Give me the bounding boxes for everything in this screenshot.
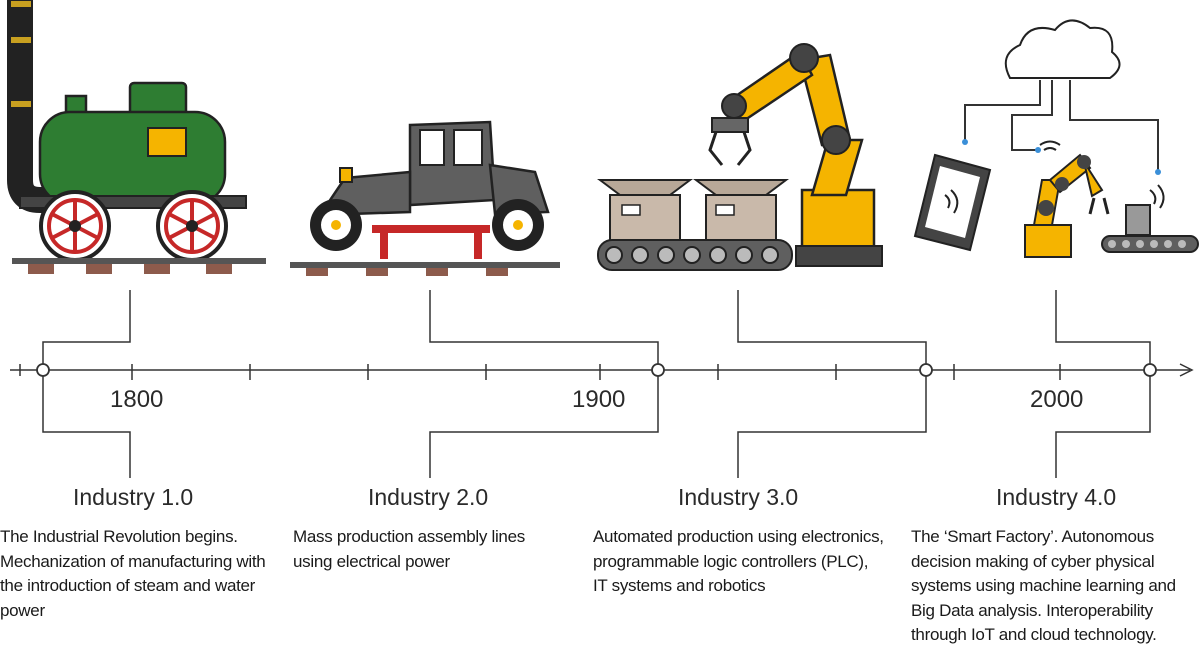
marker-stage-4 <box>1143 363 1157 377</box>
stage-title-2: Industry 2.0 <box>368 484 489 510</box>
marker-stage-1 <box>36 363 50 377</box>
stage-description-4: The ‘Smart Factory’. Autonomous decision… <box>911 527 1176 644</box>
year-label-1900: 1900 <box>572 386 626 413</box>
stage-title-3: Industry 3.0 <box>678 484 799 510</box>
year-label-2000: 2000 <box>1030 386 1084 413</box>
automobile-illustration <box>290 120 560 276</box>
timeline-markers <box>36 363 1157 377</box>
stage-description-1: The Industrial Revolution begins. Mechan… <box>0 527 266 620</box>
smart-factory-illustration <box>913 19 1199 258</box>
locomotive-wheel-left <box>39 190 111 262</box>
stage-description-2: Mass production assembly lines using ele… <box>293 527 525 571</box>
stage-description-3: Automated production using electronics, … <box>593 527 884 595</box>
marker-stage-3 <box>919 363 933 377</box>
locomotive-wheel-right <box>156 190 228 262</box>
year-label-1800: 1800 <box>110 386 164 413</box>
robot-conveyor-illustration <box>597 43 883 271</box>
steam-locomotive-illustration <box>7 0 266 274</box>
stage-title-4: Industry 4.0 <box>996 484 1117 510</box>
marker-stage-2 <box>651 363 665 377</box>
timeline-axis <box>10 290 1194 478</box>
stage-title-1: Industry 1.0 <box>73 484 194 510</box>
